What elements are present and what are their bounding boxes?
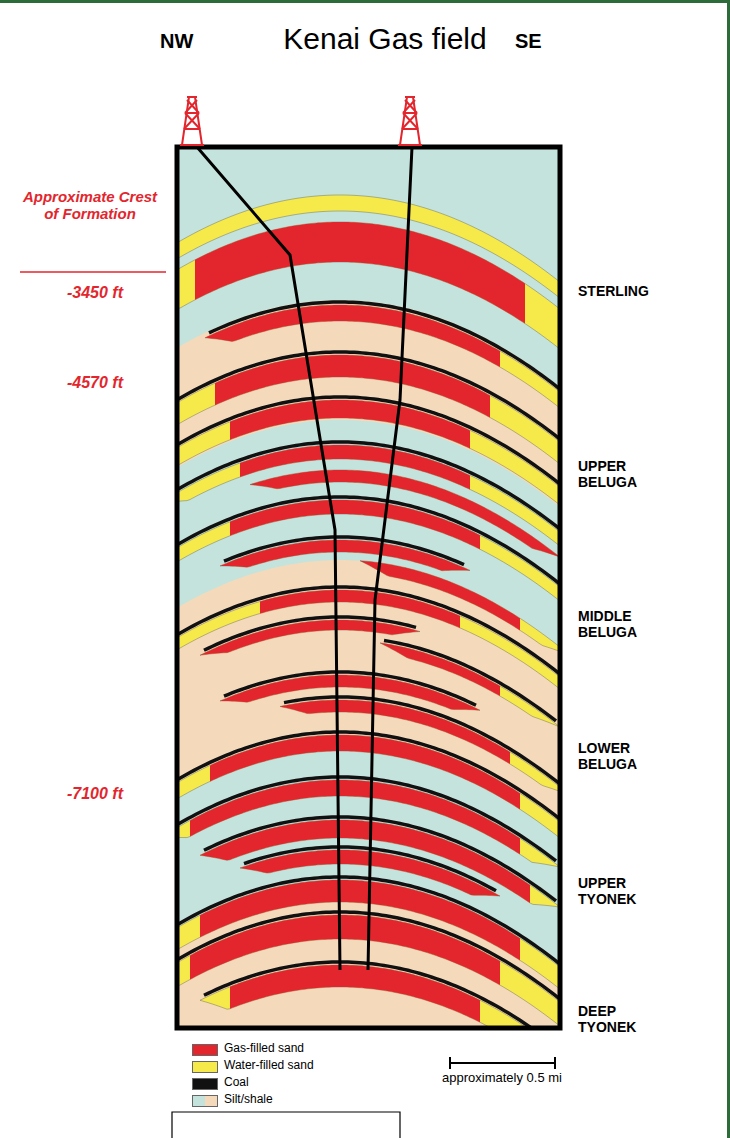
formation-name: STERLING: [578, 283, 658, 299]
scale-bar: [450, 1057, 555, 1069]
depth-label: -4570 ft: [30, 374, 160, 392]
formation-name: LOWER BELUGA: [578, 740, 658, 772]
legend-text: Silt/shale: [224, 1092, 273, 1106]
formation-name: DEEP TYONEK: [578, 1003, 658, 1035]
depth-label: -3450 ft: [30, 284, 160, 302]
well-path: [197, 147, 340, 970]
derrick-icon: [180, 97, 204, 145]
side-border: [727, 0, 730, 1138]
top-border: [0, 0, 730, 3]
formation-name: UPPER BELUGA: [578, 458, 658, 490]
strata: [177, 147, 560, 1028]
scale-label: approximately 0.5 mi: [442, 1071, 562, 1086]
crest-rule: [20, 271, 166, 273]
derricks: [180, 97, 422, 145]
legend-swatch: [192, 1061, 218, 1073]
depth-label: -7100 ft: [30, 785, 160, 803]
well-path: [368, 147, 412, 970]
compass-label: SE: [515, 30, 565, 53]
legend-entry: Gas-filled sand: [192, 1042, 362, 1056]
legend-swatch: [192, 1044, 218, 1056]
note-box: [172, 1112, 400, 1138]
legend-entry: Silt/shale: [192, 1093, 362, 1107]
derrick-icon: [398, 97, 422, 145]
gas-sand: [230, 965, 480, 1022]
legend-swatch: [192, 1095, 218, 1107]
crest-heading: Approximate Crest of Formation: [15, 188, 165, 223]
legend-text: Water-filled sand: [224, 1058, 314, 1072]
legend-text: Coal: [224, 1075, 249, 1089]
section-frame: [177, 147, 560, 1028]
formation-name: MIDDLE BELUGA: [578, 608, 658, 640]
water-sand: [200, 620, 420, 655]
wells: [197, 147, 412, 970]
compass-label: NW: [160, 30, 210, 53]
title: Kenai Gas field: [230, 22, 540, 57]
gas-sand: [220, 540, 470, 571]
formation-name: UPPER TYONEK: [578, 875, 658, 907]
legend-text: Gas-filled sand: [224, 1041, 304, 1055]
legend-entry: Water-filled sand: [192, 1059, 362, 1073]
water-sand: [200, 965, 560, 1028]
legend-swatch: [192, 1078, 218, 1090]
legend-entry: Coal: [192, 1076, 362, 1090]
gas-sand: [200, 620, 420, 655]
water-sand: [220, 540, 470, 571]
